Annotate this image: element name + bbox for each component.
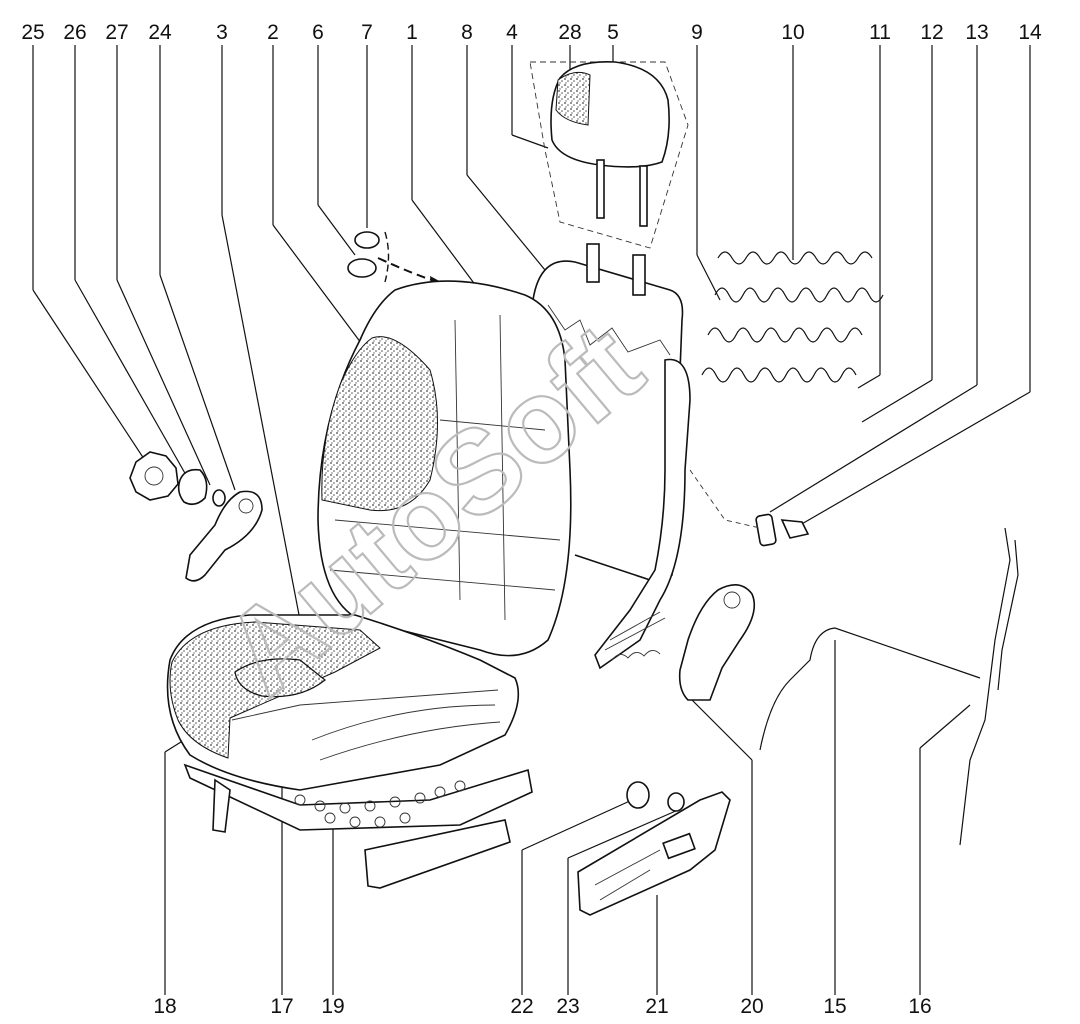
callout-14: 14 — [1018, 21, 1042, 44]
recliner-knob-parts — [129, 451, 263, 582]
release-cable — [759, 527, 1019, 846]
callout-2: 2 — [267, 21, 279, 44]
callout-16: 16 — [908, 995, 932, 1018]
callout-9: 9 — [691, 21, 703, 44]
seat-frame — [183, 763, 533, 889]
callout-1: 1 — [406, 21, 418, 44]
side-trim — [577, 781, 731, 916]
callout-18: 18 — [153, 995, 177, 1018]
backrest-springs — [701, 251, 884, 383]
callout-11: 11 — [869, 21, 891, 44]
callout-20: 20 — [740, 995, 764, 1018]
callout-3: 3 — [216, 21, 228, 44]
callout-26: 26 — [63, 21, 87, 44]
callout-15: 15 — [823, 995, 847, 1018]
headrest — [529, 61, 689, 249]
callout-12: 12 — [920, 21, 944, 44]
callout-6: 6 — [312, 21, 324, 44]
callout-21: 21 — [645, 995, 669, 1018]
callout-24: 24 — [148, 21, 172, 44]
seat-cushion — [166, 614, 520, 791]
callout-10: 10 — [781, 21, 805, 44]
callout-13: 13 — [965, 21, 989, 44]
callout-17: 17 — [270, 995, 294, 1018]
callout-5: 5 — [607, 21, 619, 44]
recliner-lever — [678, 584, 756, 701]
callout-23: 23 — [556, 995, 580, 1018]
callout-7: 7 — [361, 21, 373, 44]
clips-6-7 — [347, 231, 445, 290]
pin-parts — [755, 513, 810, 547]
callout-4: 4 — [506, 21, 518, 44]
callout-19: 19 — [321, 995, 345, 1018]
callout-22: 22 — [510, 995, 534, 1018]
callout-28: 28 — [558, 21, 582, 44]
backrest-cushion — [317, 280, 572, 657]
callout-27: 27 — [105, 21, 129, 44]
callout-8: 8 — [461, 21, 473, 44]
callout-25: 25 — [21, 21, 45, 44]
